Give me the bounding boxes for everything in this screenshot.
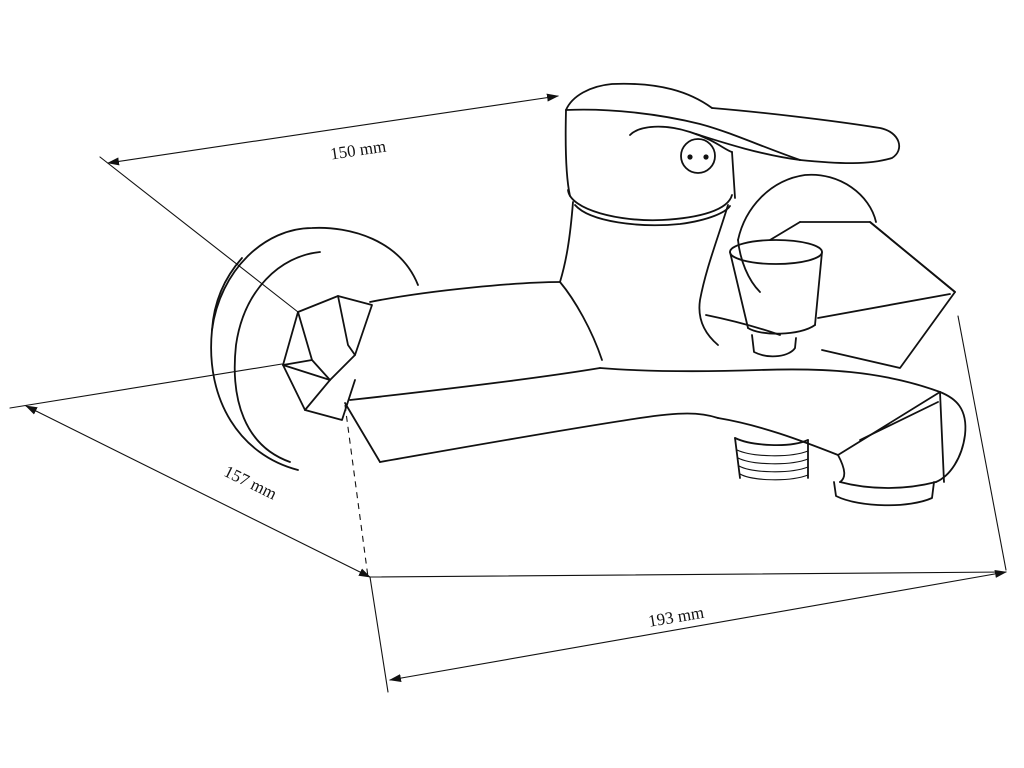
red-dot-marker <box>687 154 693 160</box>
spout-aerator <box>833 481 935 507</box>
dimension-150mm: 150 mm <box>99 93 559 313</box>
bath-spout <box>599 367 967 507</box>
right-rosette <box>737 173 877 293</box>
blue-dot-marker <box>703 154 709 160</box>
extension-line-193-right <box>957 315 1007 571</box>
lever-handle <box>564 82 901 199</box>
cartridge-column <box>559 189 733 346</box>
right-hex-connector <box>705 221 956 369</box>
wall-rosette <box>210 226 419 471</box>
dimension-line-193 <box>389 569 1007 683</box>
label-157mm: 157 mm <box>221 462 280 504</box>
dashed-projection-line <box>344 404 369 578</box>
shower-outlet-thread <box>734 437 809 481</box>
extension-line-193-base <box>369 571 1006 578</box>
label-150mm: 150 mm <box>329 137 387 164</box>
extension-line-left <box>99 156 299 313</box>
dimension-line-150 <box>107 93 559 166</box>
extension-line-193-left <box>369 576 389 693</box>
extension-line-157-top <box>9 363 283 409</box>
hex-connector <box>282 295 373 421</box>
diverter-knob <box>729 239 823 358</box>
faucet-body <box>344 281 719 463</box>
dimension-line-157 <box>25 405 371 578</box>
lever-screw-cap <box>680 138 716 174</box>
